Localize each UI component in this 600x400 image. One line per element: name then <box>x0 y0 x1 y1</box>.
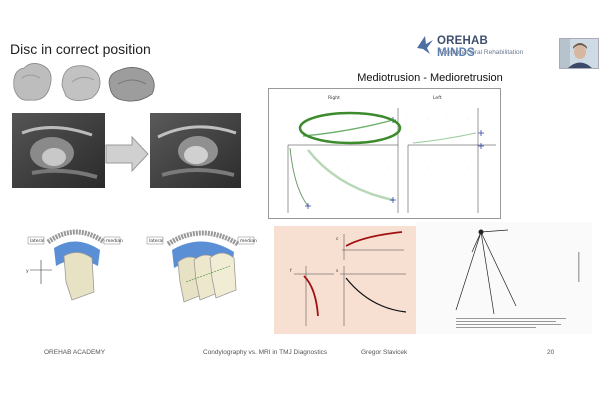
arrow-right-icon <box>105 136 149 172</box>
logo-brand-b: MINDS <box>437 47 476 59</box>
bird-logo-icon <box>417 36 433 54</box>
disc-position-diagrams: lateral median y lateral median <box>26 229 257 303</box>
orehab-logo: OREHAB MINDS Functional Oral Rehabilitat… <box>415 34 525 60</box>
mri-image-after <box>150 113 241 188</box>
condylography-chart: Right Left <box>268 88 501 219</box>
scanned-diagram <box>416 222 592 334</box>
highlight-ellipse <box>298 111 402 145</box>
condylar-curves-panel: c f s <box>274 226 416 334</box>
label-right: Right <box>328 95 340 101</box>
footer-topic: Condylography vs. MRI in TMJ Diagnostics <box>203 349 328 356</box>
presenter-webcam-thumbnail <box>559 38 599 69</box>
svg-text:f: f <box>290 268 292 274</box>
footer-page-number: 20 <box>547 349 555 356</box>
label-lateral-2: lateral <box>149 238 163 244</box>
mri-image-before <box>12 113 105 188</box>
label-median-2: median <box>240 238 257 244</box>
svg-text:c: c <box>336 237 339 242</box>
chart-title: Mediotrusion - Medioretrusion <box>357 72 503 84</box>
svg-text:s: s <box>336 269 339 274</box>
slide-title: Disc in correct position <box>10 41 151 57</box>
label-left: Left <box>433 95 442 101</box>
label-median-1: median <box>106 238 123 244</box>
logo-tagline: Functional Oral Rehabilitation <box>438 49 524 56</box>
label-lateral-1: lateral <box>30 238 44 244</box>
footer-academy: OREHAB ACADEMY <box>44 349 106 356</box>
footer-author: Gregor Slavicek <box>361 349 408 356</box>
condyle-models-image <box>13 63 155 102</box>
svg-text:y: y <box>26 269 29 274</box>
logo-brand-a: OREHAB <box>437 35 489 47</box>
